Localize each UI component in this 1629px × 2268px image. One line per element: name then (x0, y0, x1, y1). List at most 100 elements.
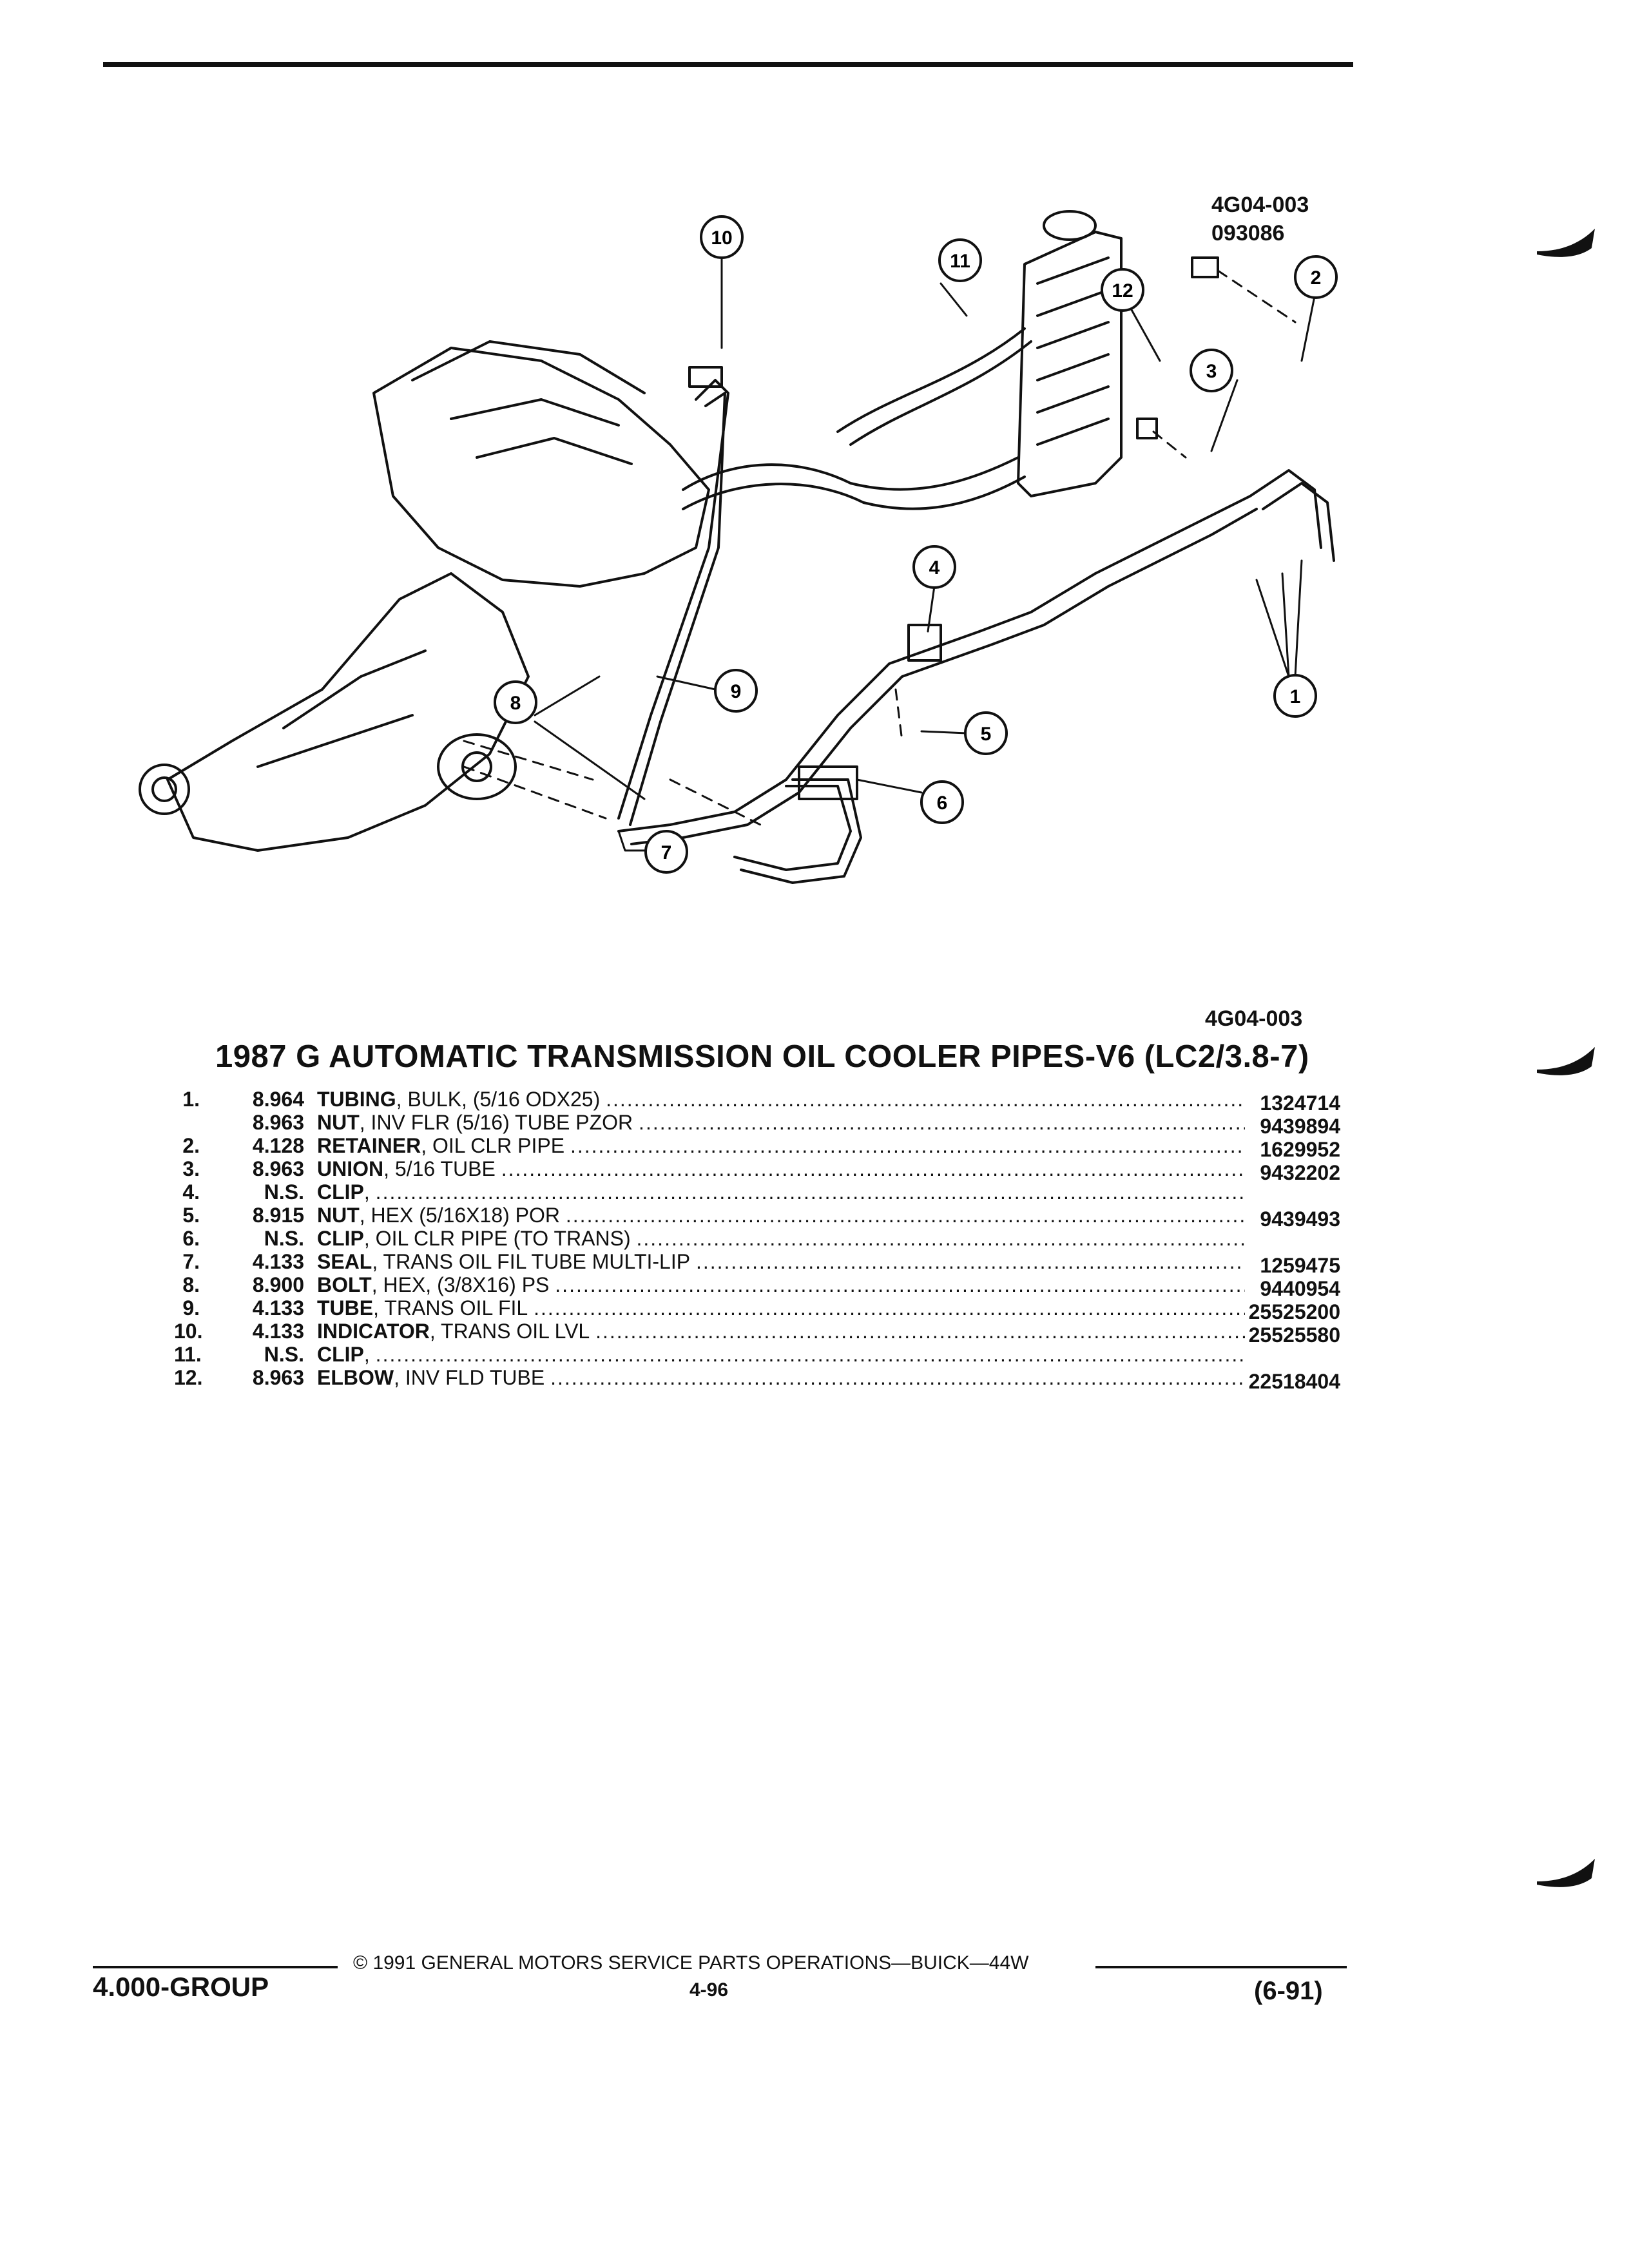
leader-dots: ........................................… (639, 1111, 1245, 1134)
group-number: 4.128 (252, 1134, 304, 1157)
part-spec: , OIL CLR PIPE (421, 1134, 565, 1157)
leader-dots: ........................................… (550, 1366, 1245, 1389)
group-number: 4.133 (252, 1296, 304, 1320)
part-name: INDICATOR (317, 1320, 430, 1343)
part-spec: , (363, 1180, 370, 1204)
svg-text:6: 6 (937, 793, 948, 814)
part-name: NUT (317, 1111, 360, 1134)
part-name: ELBOW (317, 1366, 394, 1389)
part-name: SEAL (317, 1250, 372, 1273)
callout-10: 10 (700, 215, 744, 259)
svg-text:11: 11 (950, 251, 970, 272)
callout-2: 2 (1294, 255, 1338, 299)
part-name: BOLT (317, 1273, 372, 1296)
part-name: UNION (317, 1157, 384, 1180)
item-number: 6. (182, 1227, 200, 1250)
svg-text:4: 4 (929, 557, 940, 579)
diagram-ref-code: 4G04-003 (1211, 193, 1309, 217)
part-description: TUBING, BULK, (5/16 ODX25) .............… (317, 1088, 1245, 1111)
part-description: RETAINER, OIL CLR PIPE .................… (317, 1134, 1245, 1157)
callout-7: 7 (644, 830, 688, 874)
svg-text:2: 2 (1311, 267, 1322, 289)
part-spec: , (363, 1343, 370, 1366)
cooler-pipe-a (617, 495, 1251, 832)
part-number: 22518404 (1248, 1370, 1340, 1393)
item-number: 10. (174, 1320, 203, 1343)
parts-row: 8.963 NUT, INV FLR (5/16) TUBE PZOR .....… (174, 1111, 1360, 1138)
group-number: 8.900 (252, 1273, 304, 1296)
header-rule (103, 62, 1353, 67)
leader-dots: ........................................… (375, 1180, 1245, 1204)
leader-dots: ........................................… (636, 1227, 1246, 1250)
part-spec: , TRANS OIL FIL (373, 1296, 528, 1320)
part-spec: , HEX (5/16X18) POR (359, 1204, 560, 1227)
leader-dots: ........................................… (595, 1320, 1245, 1343)
group-number: 8.963 (252, 1157, 304, 1180)
diagram-ref-date: 093086 (1211, 221, 1285, 245)
svg-text:10: 10 (711, 227, 732, 249)
binder-mark-icon (1537, 1047, 1595, 1075)
part-description: NUT, HEX (5/16X18) POR .................… (317, 1204, 1245, 1227)
binder-mark-icon (1537, 229, 1595, 257)
filler-tube (617, 379, 729, 820)
item-number: 11. (174, 1343, 202, 1366)
page-number: 4-96 (689, 1979, 729, 2001)
item-number: 2. (182, 1134, 200, 1157)
item-number: 8. (182, 1273, 200, 1296)
part-number: 9440954 (1260, 1277, 1340, 1300)
radiator (1017, 231, 1123, 497)
part-number: 25525200 (1248, 1300, 1340, 1323)
part-number: 1629952 (1260, 1138, 1340, 1161)
part-number: 9439493 (1260, 1207, 1340, 1231)
callout-1: 1 (1273, 674, 1317, 718)
part-name: CLIP (317, 1227, 364, 1250)
engine-block (372, 347, 710, 588)
group-number: 8.963 (252, 1111, 304, 1134)
part-description: NUT, INV FLR (5/16) TUBE PZOR ..........… (317, 1111, 1245, 1134)
part-name: TUBING (317, 1088, 396, 1111)
part-spec: , TRANS OIL LVL (429, 1320, 590, 1343)
page-title: 1987 G AUTOMATIC TRANSMISSION OIL COOLER… (215, 1039, 1309, 1074)
parts-row: 11.N.S.CLIP, ...........................… (174, 1343, 1360, 1366)
svg-text:1: 1 (1290, 686, 1301, 707)
part-description: TUBE, TRANS OIL FIL ....................… (317, 1296, 1245, 1320)
part-number: 9439894 (1260, 1115, 1340, 1138)
part-name: TUBE (317, 1296, 374, 1320)
diagram-reference-codes: 4G04-003 093086 (1211, 191, 1309, 247)
part-number: 25525580 (1248, 1323, 1340, 1347)
parts-row: 10. 4.133 INDICATOR, TRANS OIL LVL .......… (174, 1320, 1360, 1347)
svg-text:5: 5 (981, 724, 992, 745)
svg-text:7: 7 (661, 842, 672, 863)
leader-dots: ........................................… (570, 1134, 1245, 1157)
callout-8: 8 (494, 680, 537, 724)
part-name: RETAINER (317, 1134, 421, 1157)
parts-row: 2. 4.128 RETAINER, OIL CLR PIPE ..........… (174, 1134, 1360, 1161)
leader-dots: ........................................… (375, 1343, 1245, 1366)
group-number: N.S. (264, 1343, 304, 1366)
group-number: 4.133 (252, 1320, 304, 1343)
part-spec: , OIL CLR PIPE (TO TRANS) (363, 1227, 631, 1250)
parts-row: 6.N.S.CLIP, OIL CLR PIPE (TO TRANS) ....… (174, 1227, 1360, 1250)
part-spec: , BULK, (5/16 ODX25) (396, 1088, 601, 1111)
diagram-illustration: 10 11 2 12 3 4 1 8 9 5 6 7 (139, 210, 1338, 884)
part-description: CLIP, ..................................… (317, 1180, 1245, 1204)
binder-mark-icon (1537, 1859, 1595, 1887)
footer-date: (6-91) (1254, 1977, 1323, 2005)
callout-3: 3 (1190, 349, 1233, 392)
leader-dots: ........................................… (695, 1250, 1245, 1273)
part-number: 1324714 (1260, 1091, 1340, 1115)
part-description: ELBOW, INV FLD TUBE ....................… (317, 1366, 1245, 1389)
item-number: 1. (182, 1088, 200, 1111)
leader-dots: ........................................… (606, 1088, 1245, 1111)
part-description: CLIP, OIL CLR PIPE (TO TRANS) ..........… (317, 1227, 1245, 1250)
callout-11: 11 (938, 238, 982, 282)
part-name: NUT (317, 1204, 360, 1227)
part-description: INDICATOR, TRANS OIL LVL ...............… (317, 1320, 1245, 1343)
leader-dots: ........................................… (501, 1157, 1245, 1180)
